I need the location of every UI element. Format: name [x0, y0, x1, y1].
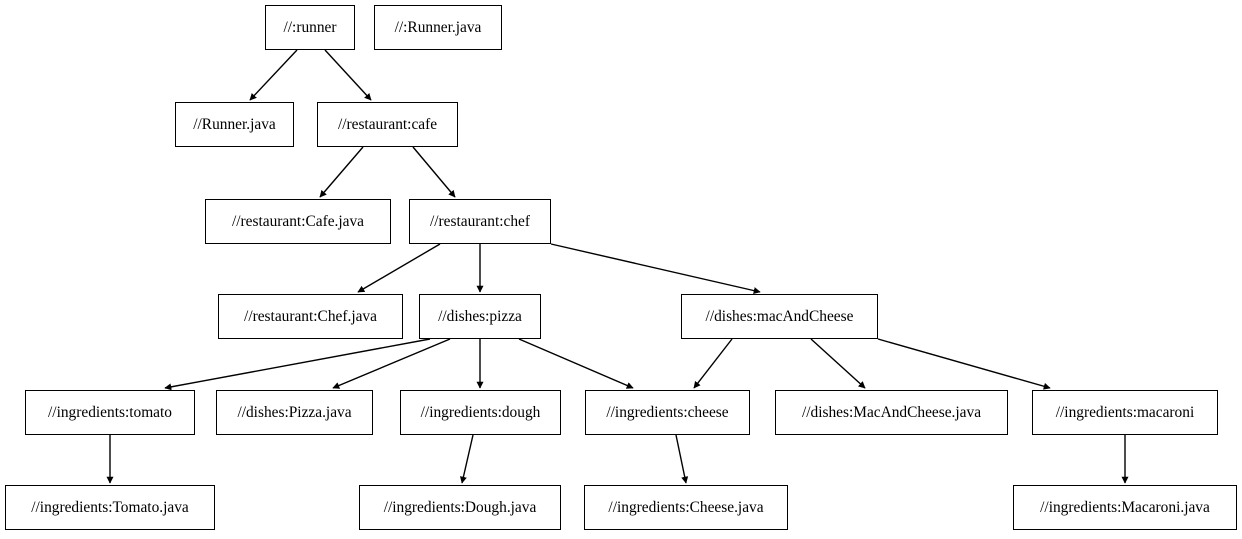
graph-node-label: //ingredients:Cheese.java: [608, 498, 764, 516]
graph-node-Runner_java_root[interactable]: //:Runner.java: [374, 5, 502, 50]
graph-node-label: //restaurant:Cafe.java: [231, 212, 365, 230]
graph-edge-ingredients_cheese-to-ingredients_Cheese_java: [675, 434, 689, 484]
graph-node-restaurant_Cafe_java[interactable]: //restaurant:Cafe.java: [205, 199, 391, 244]
graph-node-dishes_pizza[interactable]: //dishes:pizza: [419, 294, 541, 339]
graph-edge-restaurant_chef-to-dishes_macAndCheese: [550, 243, 761, 295]
graph-node-label: //Runner.java: [193, 115, 276, 133]
graph-edge-dishes_pizza-to-dishes_Pizza_java: [332, 338, 451, 389]
graph-node-ingredients_macaroni[interactable]: //ingredients:macaroni: [1032, 390, 1218, 435]
graph-node-label: //ingredients:dough: [420, 403, 541, 421]
graph-node-label: //:runner: [283, 18, 337, 36]
graph-node-label: //dishes:pizza: [438, 307, 522, 325]
graph-edge-runner-to-restaurant_cafe: [324, 49, 372, 101]
graph-node-label: //ingredients:tomato: [48, 403, 172, 421]
graph-edge-ingredients_dough-to-ingredients_Dough_java: [459, 434, 474, 484]
graph-node-restaurant_chef[interactable]: //restaurant:chef: [409, 199, 551, 244]
graph-node-label: //ingredients:cheese: [606, 403, 729, 421]
graph-node-label: //restaurant:chef: [430, 212, 530, 230]
graph-node-label: //dishes:macAndCheese: [705, 307, 854, 325]
graph-edge-dishes_pizza-to-ingredients_cheese: [518, 338, 634, 389]
graph-node-ingredients_Macaroni_java[interactable]: //ingredients:Macaroni.java: [1013, 485, 1237, 530]
graph-node-Runner_java[interactable]: //Runner.java: [175, 102, 294, 147]
graph-node-runner[interactable]: //:runner: [265, 5, 355, 50]
graph-node-label: //ingredients:macaroni: [1055, 403, 1195, 421]
graph-node-label: //dishes:Pizza.java: [237, 403, 352, 421]
graph-node-label: //ingredients:Dough.java: [383, 498, 537, 516]
graph-node-label: //restaurant:Chef.java: [244, 307, 377, 325]
graph-edge-restaurant_cafe-to-restaurant_chef: [412, 146, 456, 198]
graph-node-label: //ingredients:Tomato.java: [31, 498, 189, 516]
graph-node-ingredients_Tomato_java[interactable]: //ingredients:Tomato.java: [5, 485, 215, 530]
graph-node-ingredients_cheese[interactable]: //ingredients:cheese: [585, 390, 750, 435]
graph-node-restaurant_Chef_java[interactable]: //restaurant:Chef.java: [218, 294, 403, 339]
graph-edge-runner-to-Runner_java: [249, 49, 298, 101]
graph-edge-dishes_macAndCheese-to-ingredients_macaroni: [877, 338, 1051, 390]
graph-node-label: //:Runner.java: [394, 18, 482, 36]
graph-node-restaurant_cafe[interactable]: //restaurant:cafe: [317, 102, 458, 147]
graph-node-dishes_MacAndCheese_java[interactable]: //dishes:MacAndCheese.java: [775, 390, 1008, 435]
graph-node-label: //dishes:MacAndCheese.java: [801, 403, 982, 421]
graph-edge-restaurant_cafe-to-restaurant_Cafe_java: [319, 146, 364, 198]
graph-node-ingredients_tomato[interactable]: //ingredients:tomato: [25, 390, 195, 435]
graph-edge-restaurant_chef-to-restaurant_Chef_java: [357, 243, 441, 293]
graph-edge-dishes_macAndCheese-to-dishes_MacAndCheese_java: [810, 338, 866, 389]
graph-node-ingredients_dough[interactable]: //ingredients:dough: [400, 390, 561, 435]
graph-node-dishes_macAndCheese[interactable]: //dishes:macAndCheese: [681, 294, 878, 339]
graph-edge-dishes_pizza-to-ingredients_tomato: [164, 338, 431, 391]
graph-node-label: //restaurant:cafe: [337, 115, 438, 133]
graph-node-label: //ingredients:Macaroni.java: [1040, 498, 1210, 516]
graph-node-ingredients_Dough_java[interactable]: //ingredients:Dough.java: [359, 485, 561, 530]
graph-edge-dishes_macAndCheese-to-ingredients_cheese: [693, 338, 733, 389]
graph-node-dishes_Pizza_java[interactable]: //dishes:Pizza.java: [216, 390, 373, 435]
graph-node-ingredients_Cheese_java[interactable]: //ingredients:Cheese.java: [584, 485, 788, 530]
